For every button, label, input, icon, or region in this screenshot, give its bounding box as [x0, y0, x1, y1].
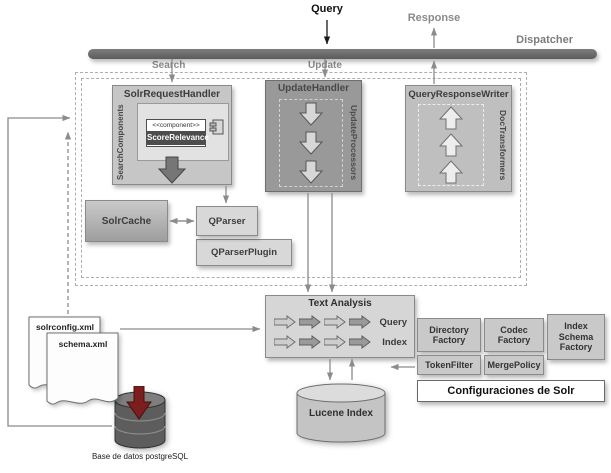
- query-label: Query: [311, 3, 343, 15]
- solr-request-handler-box: SolrRequestHandler SearchComponents <<co…: [112, 85, 232, 185]
- codec-factory-label: Codec Factory: [497, 324, 531, 345]
- directory-factory-box: Directory Factory: [417, 318, 481, 352]
- qparser-box: QParser: [196, 206, 258, 236]
- merge-policy-box: MergePolicy: [484, 355, 544, 375]
- update-down-arrow-icon: [298, 160, 324, 184]
- solr-cache-box: SolrCache: [85, 200, 168, 242]
- right-arrow-icon: [299, 335, 321, 349]
- text-analysis-box: Text Analysis Query Index: [265, 295, 415, 358]
- postgres-cylinder: [114, 391, 166, 449]
- index-row-label: Index: [382, 337, 407, 348]
- schema-label: schema.xml: [58, 339, 108, 349]
- lucene-index-label: Lucene Index: [309, 408, 373, 419]
- right-arrow-icon: [274, 315, 296, 329]
- update-handler-title: UpdateHandler: [277, 83, 350, 94]
- solrconfig-label: solrconfig.xml: [35, 322, 95, 332]
- directory-factory-label: Directory Factory: [429, 324, 469, 345]
- score-relevance-component: <<component>> ScoreRelevance: [146, 119, 209, 147]
- update-down-arrow-icon: [298, 102, 324, 127]
- qparser-label: QParser: [208, 215, 246, 227]
- solr-cache-label: SolrCache: [101, 215, 152, 227]
- codec-factory-box: Codec Factory: [484, 318, 544, 352]
- solr-config-title-box: Configuraciones de Solr: [417, 380, 605, 402]
- query-analysis-arrow-row: [274, 315, 371, 329]
- postgres-import-arrow-icon: [126, 386, 152, 420]
- search-components-panel: <<component>> ScoreRelevance: [137, 103, 229, 161]
- search-label: Search: [152, 60, 186, 71]
- score-relevance-label: ScoreRelevance: [147, 131, 209, 145]
- token-filter-label: TokenFilter: [425, 359, 473, 370]
- postgres-label: Base de datos postgreSQL: [91, 452, 189, 461]
- qparser-plugin-box: QParserPlugin: [196, 239, 292, 266]
- uml-component-icon: [209, 119, 224, 135]
- response-up-arrow-icon: [438, 133, 464, 157]
- right-arrow-icon: [324, 335, 346, 349]
- update-label: Update: [308, 60, 342, 71]
- right-arrow-icon: [274, 335, 296, 349]
- dispatcher-bar: [88, 49, 597, 59]
- index-schema-factory-label: Index Schema Factory: [558, 321, 594, 353]
- search-components-label: SearchComponents: [116, 104, 125, 180]
- query-response-writer-box: QueryResponseWriter DocTransformers: [405, 85, 512, 192]
- update-processors-label: UpdateProcessors: [349, 105, 359, 181]
- query-row-label: Query: [379, 317, 407, 328]
- update-processors-panel: [279, 99, 343, 187]
- right-arrow-icon: [324, 315, 346, 329]
- qparser-plugin-label: QParserPlugin: [211, 247, 277, 258]
- response-up-arrow-icon: [438, 159, 464, 184]
- update-down-arrow-icon: [298, 131, 324, 155]
- component-stereotype-label: <<component>>: [152, 122, 200, 129]
- query-response-writer-title: QueryResponseWriter: [408, 89, 509, 100]
- index-schema-factory-box: Index Schema Factory: [547, 314, 605, 360]
- solr-config-title: Configuraciones de Solr: [447, 385, 575, 397]
- request-flow-down-arrow-icon: [157, 156, 187, 184]
- lucene-index-cylinder: [296, 383, 386, 443]
- doc-transformers-label: DocTransformers: [498, 109, 508, 181]
- right-arrow-icon: [349, 335, 371, 349]
- token-filter-box: TokenFilter: [417, 355, 481, 375]
- response-label: Response: [407, 12, 461, 24]
- right-arrow-icon: [349, 315, 371, 329]
- update-handler-box: UpdateHandler UpdateProcessors: [265, 80, 362, 192]
- dispatcher-label: Dispatcher: [516, 34, 573, 46]
- response-up-arrow-icon: [438, 106, 464, 130]
- merge-policy-label: MergePolicy: [487, 359, 541, 370]
- index-analysis-arrow-row: [274, 335, 371, 349]
- right-arrow-icon: [299, 315, 321, 329]
- doc-transformers-panel: [418, 104, 484, 186]
- solr-request-handler-title: SolrRequestHandler: [123, 89, 221, 100]
- text-analysis-title: Text Analysis: [308, 298, 372, 309]
